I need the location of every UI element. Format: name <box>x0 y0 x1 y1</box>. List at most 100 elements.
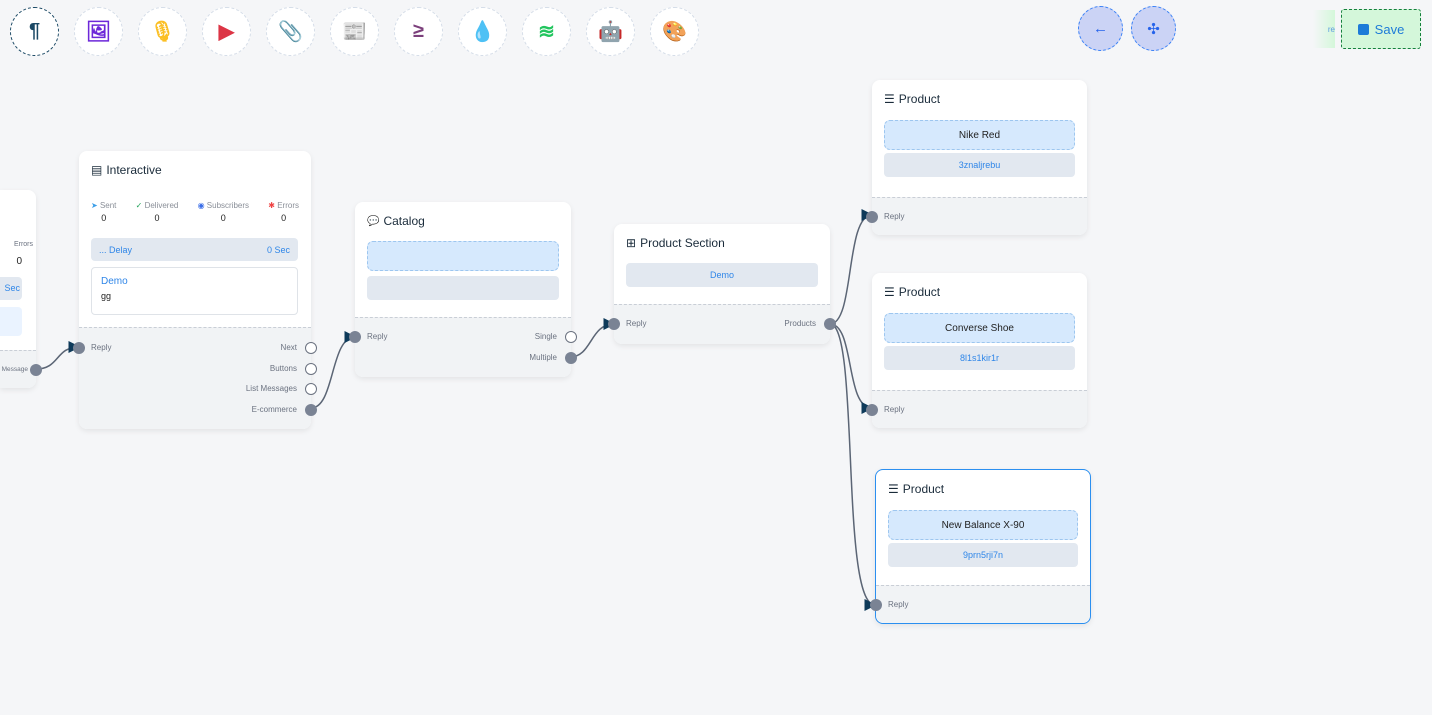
input-handle[interactable] <box>349 331 361 343</box>
input-handle[interactable] <box>73 342 85 354</box>
delay-value: Sec <box>4 283 20 293</box>
node-header: ☰Product <box>872 80 1087 106</box>
product-id-field[interactable]: 3znaljrebu <box>884 153 1075 177</box>
product-name-field[interactable]: New Balance X-90 <box>888 510 1078 540</box>
edge <box>829 209 874 325</box>
stat-value: 0 <box>281 213 287 223</box>
output-label: E-commerce <box>251 404 297 414</box>
node-header: 💬Catalog <box>355 202 571 228</box>
product-name-field[interactable]: Nike Red <box>884 120 1075 150</box>
input-label: Reply <box>884 212 905 221</box>
section-name[interactable]: Demo <box>626 263 818 287</box>
output-label: Buttons <box>269 363 297 373</box>
edge <box>829 323 877 611</box>
delivered-icon: ✓ <box>135 201 143 210</box>
tool-youtube-button[interactable]: ▶ <box>202 7 251 56</box>
node-title: Product Section <box>640 236 725 250</box>
product-node[interactable]: ☰Product Nike Red 3znaljrebu Reply <box>866 80 1087 235</box>
node-footer: Reply <box>866 390 1087 428</box>
table-icon: ⊞ <box>626 236 637 250</box>
save-button[interactable]: Save <box>1341 9 1421 49</box>
delay-label: ... Delay <box>99 244 133 255</box>
newspaper-icon: ▤ <box>91 163 103 177</box>
product-id-field[interactable]: 8l1s1kir1r <box>884 346 1075 370</box>
tool-microphone-button[interactable]: 🎙 <box>138 7 187 56</box>
sent-icon: ➤ <box>91 201 98 210</box>
tool-palette-button[interactable]: 🎨 <box>650 7 699 56</box>
arrow-left-icon: ← <box>1093 20 1108 37</box>
delay-bar[interactable]: Sec <box>0 277 22 300</box>
catalog-name-field[interactable] <box>367 241 559 271</box>
droplet-icon: 💧 <box>470 21 495 43</box>
image-icon: 🖼 <box>85 21 112 43</box>
ghost-label: re <box>1327 24 1335 34</box>
bars-icon: ☰ <box>884 92 895 106</box>
product-section-node[interactable]: ⊞Product Section Demo Reply Products <box>608 224 836 344</box>
product-node[interactable]: ☰Product New Balance X-90 9prn5rji7n Rep… <box>870 469 1091 624</box>
partial-node[interactable]: Errors 0 Sec Message <box>0 190 42 388</box>
back-button[interactable]: ← <box>1078 6 1123 51</box>
tool-paperclip-button[interactable]: 📎 <box>266 7 315 56</box>
edge <box>829 323 874 414</box>
tool-image-button[interactable]: 🖼 <box>74 7 123 56</box>
output-handle[interactable] <box>30 364 42 376</box>
node-title: Product <box>902 482 945 496</box>
errors-icon: ✱ <box>268 201 275 210</box>
paragraph-icon: ¶ <box>28 20 41 42</box>
youtube-icon: ▶ <box>218 21 235 43</box>
edge <box>310 331 357 409</box>
message-box[interactable]: Demo gg <box>91 267 298 315</box>
tool-greater-equal-button[interactable]: ≥ <box>394 7 443 56</box>
input-label: Reply <box>888 600 909 609</box>
output-handle[interactable] <box>565 352 577 364</box>
paperclip-icon: 📎 <box>278 21 303 43</box>
tool-paragraph-button[interactable]: ¶ <box>10 7 59 56</box>
input-handle[interactable] <box>608 318 620 330</box>
catalog-node[interactable]: 💬Catalog Reply Single Multiple <box>349 202 577 377</box>
robot-icon: 🤖 <box>598 21 623 43</box>
tool-droplet-button[interactable]: 💧 <box>458 7 507 56</box>
input-handle[interactable] <box>870 599 882 611</box>
delay-bar[interactable]: ... Delay 0 Sec <box>91 238 298 261</box>
output-handle[interactable] <box>305 403 317 416</box>
catalog-id-field[interactable] <box>367 276 559 300</box>
output-handle[interactable] <box>824 318 836 330</box>
stat-label: Subscribers <box>206 201 250 210</box>
product-name-field[interactable]: Converse Shoe <box>884 313 1075 343</box>
output-handle[interactable] <box>305 362 317 375</box>
output-handle[interactable] <box>305 342 317 354</box>
node-header: ☰Product <box>872 273 1087 299</box>
output-handle[interactable] <box>565 331 577 343</box>
stat-label: Errors <box>277 201 299 210</box>
node-header: ⊞Product Section <box>614 224 830 250</box>
input-handle[interactable] <box>866 211 878 223</box>
greater-equal-icon: ≥ <box>413 20 424 42</box>
stat-label: Sent <box>99 201 117 210</box>
stat-value: 0 <box>220 213 226 223</box>
product-id: 3znaljrebu <box>958 160 1001 170</box>
output-label: List Messages <box>245 384 297 393</box>
tool-robot-button[interactable]: 🤖 <box>586 7 635 56</box>
node-title: Product <box>898 92 941 106</box>
output-label: Message <box>1 366 28 373</box>
product-id-field[interactable]: 9prn5rji7n <box>888 543 1078 567</box>
tool-newspaper-button[interactable]: 📰 <box>330 7 379 56</box>
product-name: Converse Shoe <box>945 322 1014 334</box>
output-label: Multiple <box>529 353 557 362</box>
input-handle[interactable] <box>866 404 878 416</box>
stat-errors: ✱ Errors 0 <box>268 201 299 223</box>
message-box[interactable] <box>0 307 22 336</box>
tool-stack-button[interactable]: ≋ <box>522 7 571 56</box>
message-title: Demo <box>101 276 128 287</box>
output-handle[interactable] <box>305 383 317 395</box>
collapse-button[interactable]: ✣ <box>1131 6 1176 51</box>
input-label: Reply <box>367 332 388 341</box>
delay-value: 0 Sec <box>266 244 290 255</box>
product-node[interactable]: ☰Product Converse Shoe 8l1s1kir1r Reply <box>866 273 1087 428</box>
product-id: 8l1s1kir1r <box>959 353 999 363</box>
